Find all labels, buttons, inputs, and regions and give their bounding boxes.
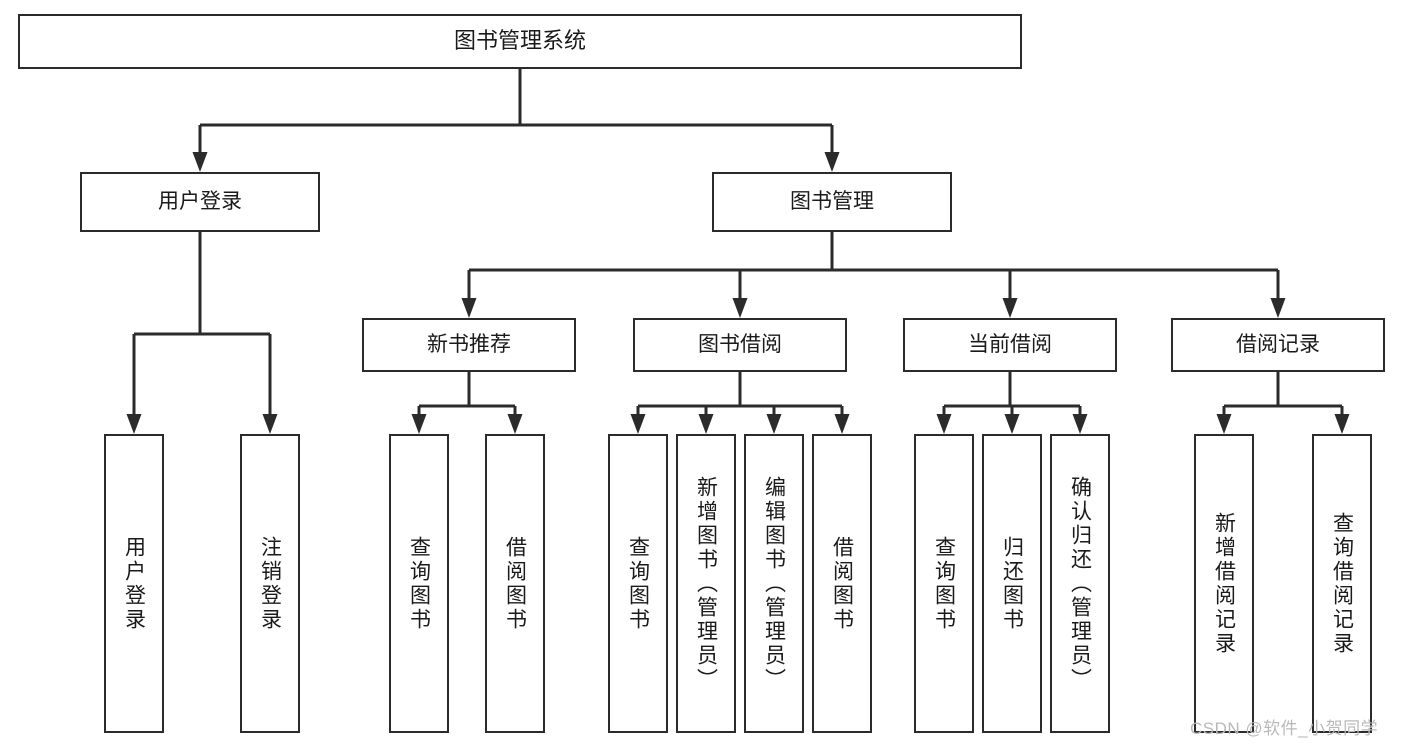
arrow-head-book-borrow-fanout-2 [766, 414, 782, 434]
node-label: 新增借阅记录 [1212, 511, 1236, 656]
arrow-head-root-fanout-0 [192, 152, 208, 172]
node-label: 新增图书（管理员） [694, 475, 718, 692]
node-leaf-edit-book[interactable]: 编辑图书（管理员） [744, 434, 804, 733]
node-label: 确认归还（管理员） [1068, 475, 1092, 692]
node-label: 当前借阅 [968, 333, 1052, 357]
arrow-head-new-book-recommend-fanout-1 [507, 414, 523, 434]
arrow-head-book-manage-fanout-0 [461, 298, 477, 318]
node-label: 查询借阅记录 [1330, 511, 1354, 656]
node-borrow-record[interactable]: 借阅记录 [1171, 318, 1385, 372]
node-leaf-query-book-3[interactable]: 查询图书 [914, 434, 974, 733]
node-label: 图书管理系统 [453, 28, 586, 54]
node-label: 用户登录 [158, 190, 242, 214]
node-new-book-recommend[interactable]: 新书推荐 [362, 318, 576, 372]
node-leaf-query-book-1[interactable]: 查询图书 [389, 434, 449, 733]
arrow-head-current-borrow-fanout-1 [1004, 414, 1020, 434]
arrow-head-book-manage-fanout-2 [1002, 298, 1018, 318]
arrow-head-book-manage-fanout-1 [732, 298, 748, 318]
node-leaf-user-login[interactable]: 用户登录 [104, 434, 164, 733]
node-label: 图书借阅 [698, 333, 782, 357]
node-label: 注销登录 [258, 535, 282, 632]
arrow-head-new-book-recommend-fanout-0 [411, 414, 427, 434]
node-label: 新书推荐 [427, 333, 511, 357]
node-user-login[interactable]: 用户登录 [80, 172, 320, 232]
node-leaf-return-book[interactable]: 归还图书 [982, 434, 1042, 733]
node-label: 用户登录 [122, 535, 146, 632]
node-leaf-logout[interactable]: 注销登录 [240, 434, 300, 733]
arrow-head-borrow-record-fanout-1 [1334, 414, 1350, 434]
node-leaf-confirm-return[interactable]: 确认归还（管理员） [1050, 434, 1110, 733]
node-label: 查询图书 [932, 535, 956, 632]
node-leaf-borrow-book-1[interactable]: 借阅图书 [485, 434, 545, 733]
node-leaf-query-record[interactable]: 查询借阅记录 [1312, 434, 1372, 733]
arrow-head-borrow-record-fanout-0 [1216, 414, 1232, 434]
arrow-head-book-borrow-fanout-3 [834, 414, 850, 434]
arrow-head-current-borrow-fanout-0 [936, 414, 952, 434]
node-book-borrow[interactable]: 图书借阅 [633, 318, 847, 372]
node-leaf-add-record[interactable]: 新增借阅记录 [1194, 434, 1254, 733]
arrow-head-user-login-fanout-0 [126, 414, 142, 434]
node-label: 查询图书 [626, 535, 650, 632]
arrow-head-book-borrow-fanout-1 [698, 414, 714, 434]
arrow-head-root-fanout-1 [824, 152, 840, 172]
arrow-head-book-manage-fanout-3 [1270, 298, 1286, 318]
arrow-head-user-login-fanout-1 [262, 414, 278, 434]
node-label: 归还图书 [1000, 535, 1024, 632]
node-label: 编辑图书（管理员） [762, 475, 786, 692]
node-book-manage[interactable]: 图书管理 [712, 172, 952, 232]
node-label: 借阅图书 [503, 535, 527, 632]
node-leaf-add-book[interactable]: 新增图书（管理员） [676, 434, 736, 733]
arrow-head-current-borrow-fanout-2 [1072, 414, 1088, 434]
node-root[interactable]: 图书管理系统 [18, 14, 1022, 69]
node-leaf-query-book-2[interactable]: 查询图书 [608, 434, 668, 733]
node-label: 借阅图书 [830, 535, 854, 632]
node-leaf-borrow-book-2[interactable]: 借阅图书 [812, 434, 872, 733]
node-label: 查询图书 [407, 535, 431, 632]
csdn-watermark: CSDN @软件_小贺同学 [1190, 719, 1379, 738]
node-label: 图书管理 [790, 190, 874, 214]
node-label: 借阅记录 [1236, 333, 1320, 357]
arrow-head-book-borrow-fanout-0 [630, 414, 646, 434]
node-current-borrow[interactable]: 当前借阅 [903, 318, 1117, 372]
